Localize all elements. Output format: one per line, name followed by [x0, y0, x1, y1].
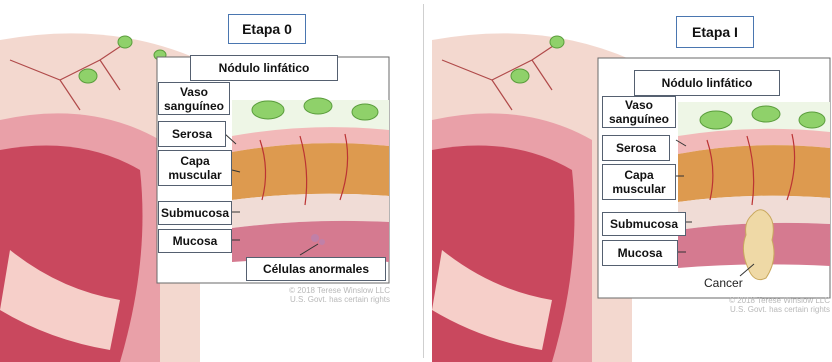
credit-line-2: U.S. Govt. has certain rights [250, 295, 390, 304]
lymph-node [799, 112, 825, 128]
credit-line-1: © 2018 Terese Winslow LLC [688, 296, 830, 305]
credit-line-1: © 2018 Terese Winslow LLC [250, 286, 390, 295]
lymph-node [752, 106, 780, 122]
surface-lymph-node [79, 69, 97, 83]
label-abnormal-cells: Células anormales [246, 257, 386, 281]
label-mucosa: Mucosa [602, 240, 678, 266]
panel-divider [423, 4, 424, 358]
surface-lymph-node [511, 69, 529, 83]
surface-lymph-node [550, 36, 564, 48]
image-credit: © 2018 Terese Winslow LLC U.S. Govt. has… [688, 296, 830, 314]
label-submucosa: Submucosa [158, 201, 232, 225]
label-serosa: Serosa [158, 121, 226, 147]
label-muscle-layer: Capa muscular [158, 150, 232, 186]
lymph-node [304, 98, 332, 114]
label-blood-vessel: Vaso sanguíneo [158, 82, 230, 115]
stage-title: Etapa 0 [228, 14, 306, 44]
label-lymph-node: Nódulo linfático [190, 55, 338, 81]
label-serosa: Serosa [602, 135, 670, 161]
lymph-node [252, 101, 284, 119]
credit-line-2: U.S. Govt. has certain rights [688, 305, 830, 314]
lymph-node [352, 104, 378, 120]
stage-title: Etapa I [676, 16, 754, 48]
abnormal-cell [311, 234, 319, 242]
label-mucosa: Mucosa [158, 229, 232, 253]
stage-0-panel: Etapa 0 Nódulo linfático Vaso sanguíneo … [0, 0, 400, 362]
muscle-layer [232, 143, 389, 200]
lymph-node [700, 111, 732, 129]
stage-1-panel: Etapa I Nódulo linfático Vaso sanguíneo … [432, 0, 832, 362]
label-blood-vessel: Vaso sanguíneo [602, 96, 676, 128]
abnormal-cell [319, 239, 325, 245]
label-submucosa: Submucosa [602, 212, 686, 236]
label-muscle-layer: Capa muscular [602, 164, 676, 200]
label-lymph-node: Nódulo linfático [634, 70, 780, 96]
image-credit: © 2018 Terese Winslow LLC U.S. Govt. has… [250, 286, 390, 304]
mucosa-layer [232, 221, 389, 262]
label-cancer: Cancer [704, 276, 743, 290]
surface-lymph-node [118, 36, 132, 48]
